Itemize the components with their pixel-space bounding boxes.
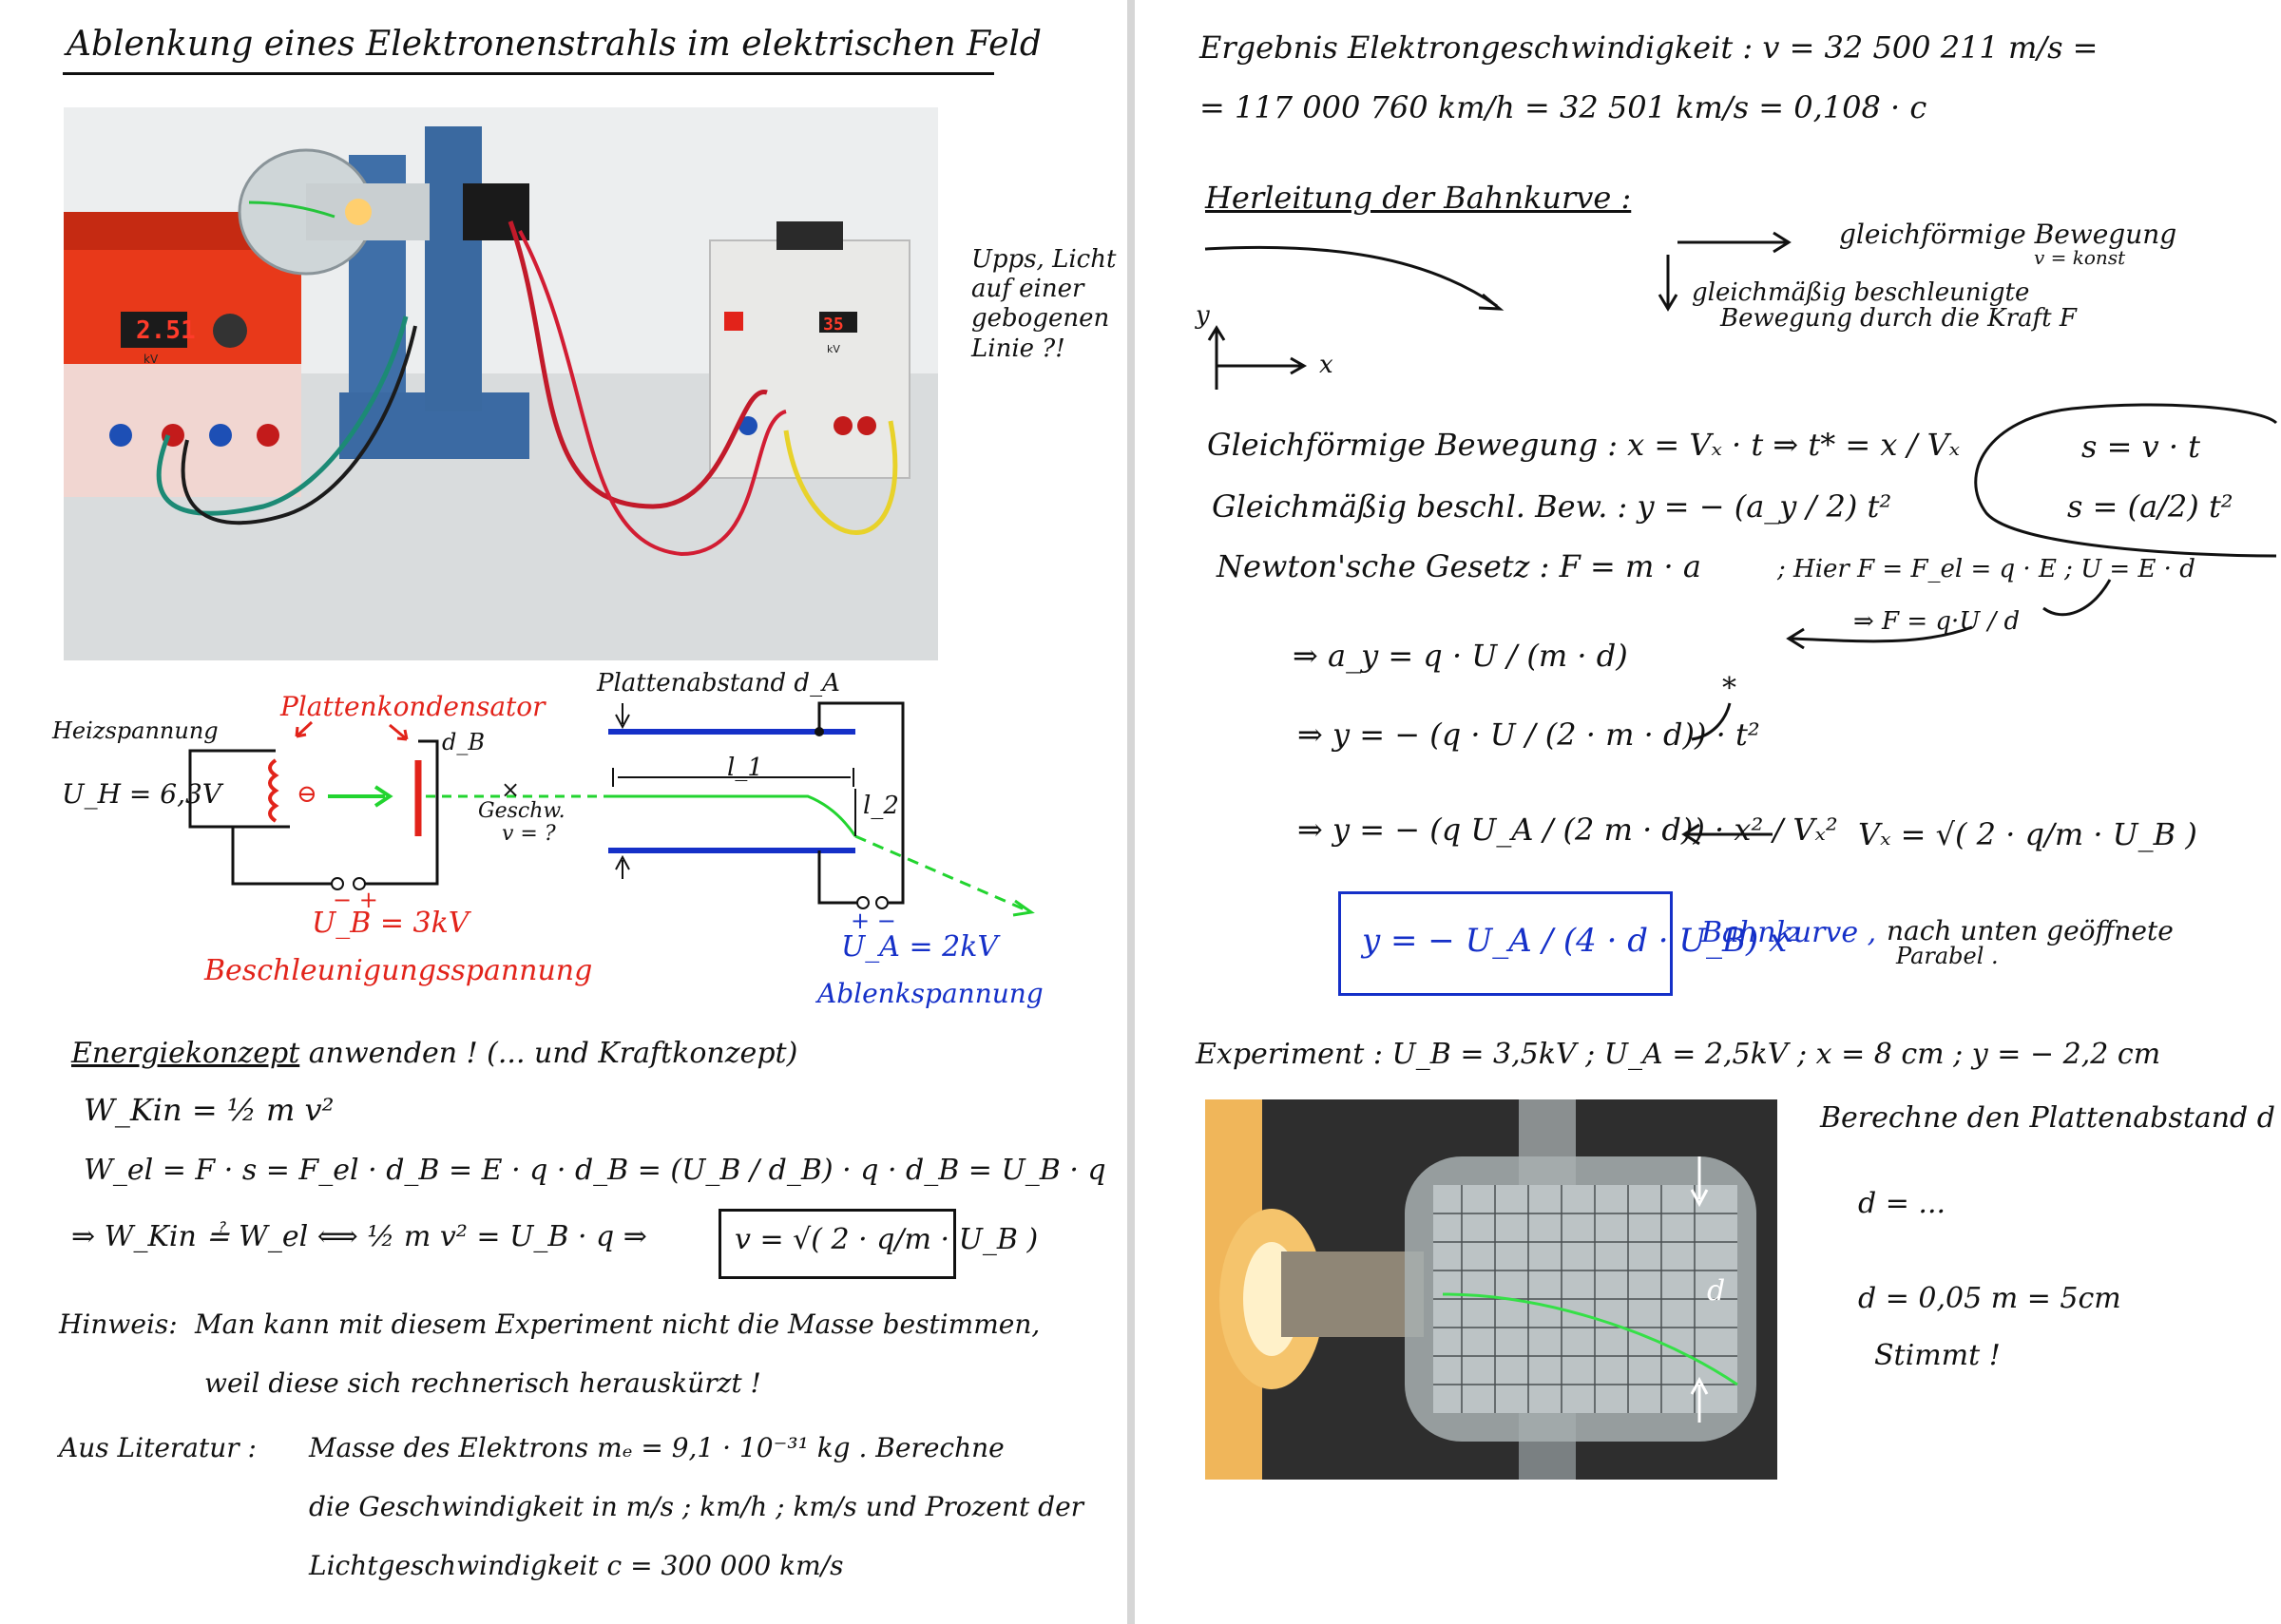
accel-motion-line-1: gleichmäßig beschleunigte	[1692, 278, 2030, 307]
right-display-readout: 35	[823, 315, 844, 334]
ua-polarity: + −	[851, 908, 896, 934]
parabola-note-line-1: nach unten geöffnete	[1887, 915, 2174, 946]
speed-label-line-1: Geschw.	[478, 799, 565, 823]
result-line-2: = 117 000 760 km/h = 32 501 km/s = 0,108…	[1199, 89, 1927, 125]
accel-motion-line-2: Bewegung durch die Kraft F	[1720, 304, 2077, 334]
setup-photo-drawing	[64, 107, 938, 660]
heater-voltage: U_H = 6,3V	[62, 778, 222, 810]
equation-newton-force: ; Hier F = F_el = q · E ; U = E · d	[1777, 555, 2195, 583]
electron-symbol: ⊖	[297, 780, 317, 809]
ub-label: Beschleunigungsspannung	[204, 954, 593, 987]
literature-text-1: Masse des Elektrons mₑ = 9,1 · 10⁻³¹ kg …	[309, 1432, 1005, 1463]
hint-text-2: weil diese sich rechnerisch herauskürzt …	[204, 1367, 761, 1399]
equation-uniform: Gleichförmige Bewegung : x = Vₓ · t ⇒ t*…	[1207, 427, 1961, 463]
circle-formula-1: s = v · t	[2081, 429, 2201, 465]
capacitor-label: Plattenkondensator	[280, 691, 546, 722]
left-display-readout: 2.51	[136, 316, 196, 345]
trajectory-formula: y = − U_A / (4 · d · U_B) x²	[1362, 922, 1800, 960]
velocity-result-box: v = √( 2 · q/m · U_B )	[719, 1209, 1038, 1279]
energy-line-2: W_el = F · s = F_el · d_B = E · q · d_B …	[84, 1154, 1106, 1187]
ub-polarity: − +	[333, 887, 378, 913]
right-display-unit: kV	[827, 343, 840, 355]
heater-label: Heizspannung	[52, 717, 219, 744]
uniform-motion-label: gleichförmige Bewegung v = konst	[1839, 220, 2176, 268]
energy-line-1: W_Kin = ½ m v²	[84, 1092, 335, 1128]
equation-y-x: ⇒ y = − (q U_A / (2 m · d)) · x² / Vₓ²	[1297, 812, 1838, 848]
photo-note-line-2: auf einer	[971, 275, 1084, 304]
equation-y-time: ⇒ y = − (q · U / (2 · m · d)) · t²	[1297, 716, 1760, 753]
check-note: Stimmt !	[1874, 1339, 2001, 1372]
derivation-heading: Herleitung der Bahnkurve :	[1205, 180, 1632, 216]
equation-newton-result: ⇒ F = q·U / d	[1853, 607, 2021, 636]
photo-note-line-4: Linie ?!	[971, 334, 1065, 363]
tube-plate-distance-label: d	[1707, 1274, 1726, 1308]
literature-text-3: Lichtgeschwindigkeit c = 300 000 km/s	[309, 1550, 844, 1581]
circuit-diagram	[188, 701, 1035, 917]
page-title: Ablenkung eines Elektronenstrahls im ele…	[67, 25, 1042, 64]
l2-label: l_2	[863, 792, 899, 820]
calc-instruction: Berechne den Plattenabstand d .	[1820, 1101, 2281, 1135]
hint-label: Hinweis:	[59, 1309, 178, 1340]
literature-text-2: die Geschwindigkeit in m/s ; km/h ; km/s…	[309, 1491, 1084, 1522]
photo-note-line-1: Upps, Licht	[971, 245, 1117, 274]
equation-acceleration-y: ⇒ a_y = q · U / (m · d)	[1293, 638, 1628, 674]
energy-heading-rest: anwenden ! (... und Kraftkonzept)	[308, 1037, 798, 1070]
d-result: d = 0,05 m = 5cm	[1858, 1282, 2121, 1315]
literature-label: Aus Literatur :	[59, 1432, 257, 1463]
equation-vx: Vₓ = √( 2 · q/m · U_B )	[1858, 816, 2197, 852]
parabola-note-line-2: Parabel .	[1896, 943, 1999, 970]
equation-newton: Newton'sche Gesetz : F = m · a	[1217, 548, 1701, 584]
star-mark: *	[1722, 672, 1736, 705]
speed-label-line-2: v = ?	[502, 822, 556, 847]
anode-distance-label: d_B	[442, 729, 485, 755]
page-divider	[1127, 0, 1135, 1624]
ua-label: Ablenkspannung	[817, 978, 1044, 1009]
left-display-unit: kV	[144, 353, 159, 366]
d-placeholder: d = ...	[1858, 1187, 1946, 1220]
parabola-note: nach unten geöffnete Parabel .	[1887, 917, 2174, 969]
energy-heading: Energiekonzept anwenden ! (... und Kraft…	[71, 1037, 798, 1071]
energy-heading-word: Energiekonzept	[71, 1037, 300, 1070]
energy-line-3: ⇒ W_Kin ≟ W_el ⟺ ½ m v² = U_B · q ⇒	[71, 1220, 647, 1253]
tube-photo-drawing	[1205, 1099, 1777, 1480]
photo-note: Upps, Licht auf einer gebogenen Linie ?!	[971, 245, 1116, 364]
title-underline	[63, 72, 994, 75]
result-line-1: Ergebnis Elektrongeschwindigkeit : v = 3…	[1199, 29, 2099, 66]
circle-formula-2: s = (a/2) t²	[2067, 488, 2233, 525]
ua-value: U_A = 2kV	[841, 930, 999, 964]
uniform-motion-line-2: v = konst	[2034, 246, 2126, 270]
plate-distance-label: Plattenabstand d_A	[597, 669, 840, 697]
tube-photo: d	[1205, 1099, 1777, 1480]
ub-value: U_B = 3kV	[312, 907, 470, 940]
experiment-values: Experiment : U_B = 3,5kV ; U_A = 2,5kV ;…	[1196, 1038, 2161, 1071]
trajectory-result-box: y = − U_A / (4 · d · U_B) x²	[1338, 891, 1800, 996]
velocity-formula: v = √( 2 · q/m · U_B )	[735, 1223, 1039, 1256]
accel-motion-label: gleichmäßig beschleunigte Bewegung durch…	[1692, 278, 2077, 334]
axis-y-label: y	[1196, 301, 1210, 330]
hint-text-1: Man kann mit diesem Experiment nicht die…	[195, 1309, 1041, 1340]
photo-note-line-3: gebogenen	[971, 304, 1110, 334]
axis-x-label: x	[1319, 351, 1333, 379]
trajectory-label: Bahnkurve ,	[1701, 916, 1877, 949]
x-mark: ×	[501, 776, 521, 803]
equation-accelerated: Gleichmäßig beschl. Bew. : y = − (a_y / …	[1212, 488, 1892, 525]
speed-label: Geschw. v = ?	[478, 799, 565, 847]
l1-label: l_1	[727, 754, 763, 782]
uniform-motion-line-1: gleichförmige Bewegung	[1839, 219, 2177, 250]
experiment-setup-photo: 2.51 35 kV kV	[64, 107, 938, 660]
